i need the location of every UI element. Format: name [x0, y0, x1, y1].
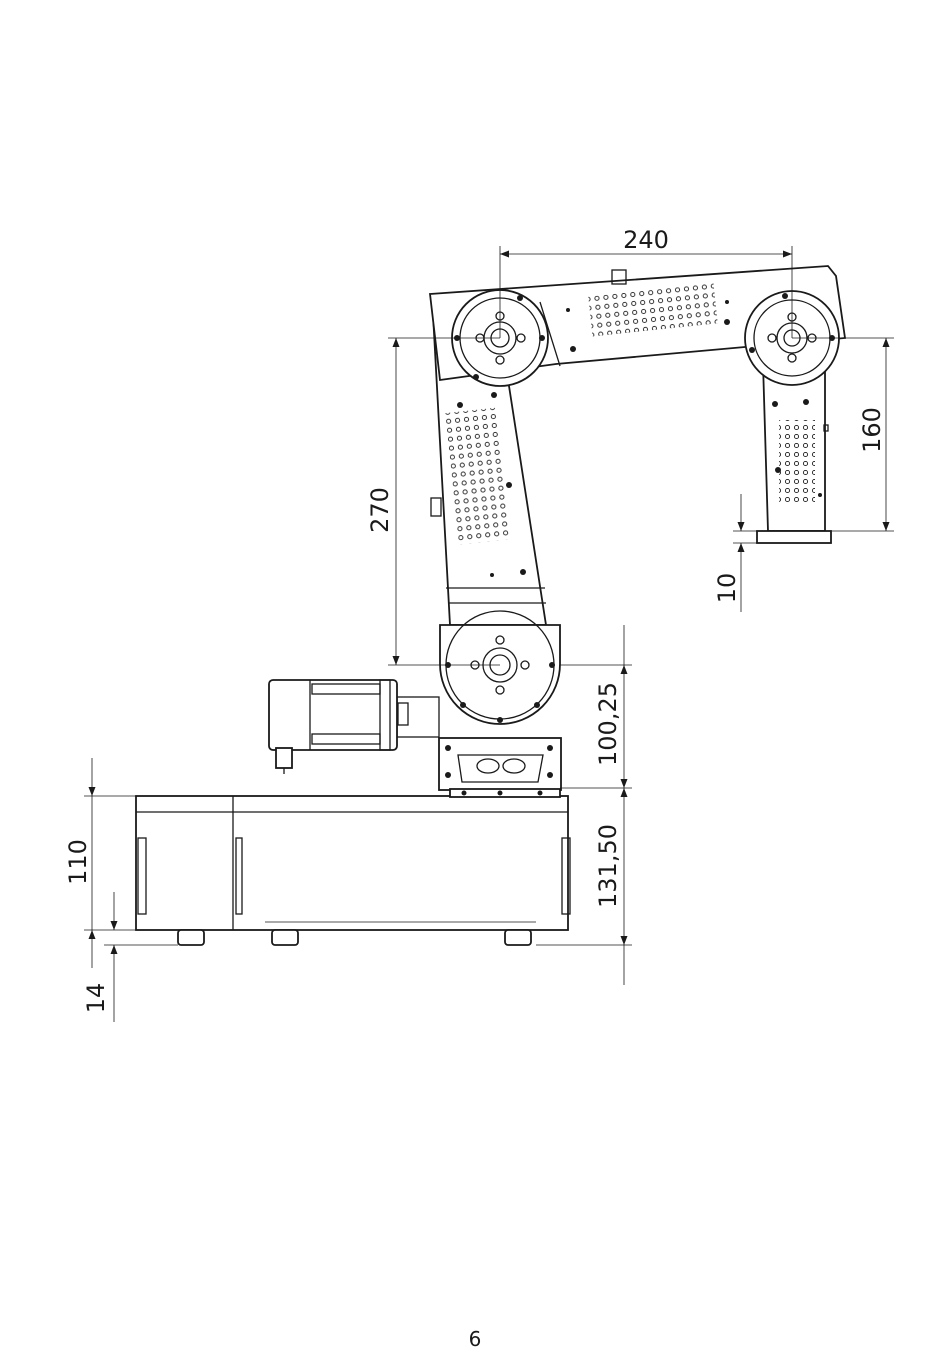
dimension-shoulder-height: 100,25: [560, 625, 632, 788]
dimension-label-160: 160: [858, 407, 886, 453]
foot-left: [178, 930, 204, 945]
shoulder-joint: [440, 611, 560, 724]
dimension-label-270: 270: [366, 487, 394, 533]
dimension-label-240: 240: [623, 226, 669, 254]
foot-middle: [272, 930, 298, 945]
side-motor: [269, 680, 439, 774]
dimension-label-110: 110: [64, 839, 92, 885]
foot-right: [505, 930, 531, 945]
dimension-label-14: 14: [82, 983, 110, 1014]
page-number: 6: [0, 1327, 950, 1351]
tool-flange: [757, 531, 831, 543]
base-box: [136, 796, 570, 945]
dimension-label-100-25: 100,25: [594, 682, 622, 766]
dimension-flange-thickness: 10: [713, 494, 757, 612]
dimension-label-10: 10: [713, 573, 741, 604]
shoulder-base: [439, 738, 561, 797]
dimension-label-131-50: 131,50: [594, 824, 622, 908]
